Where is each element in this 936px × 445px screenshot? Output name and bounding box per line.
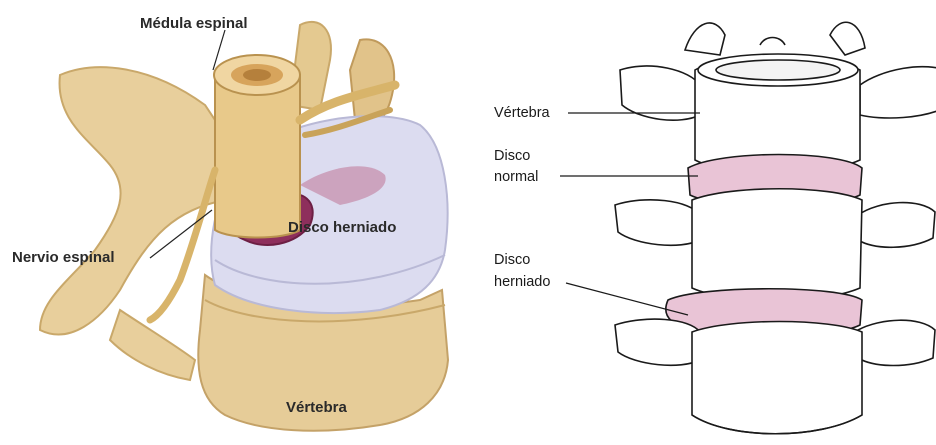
transverse-process-2-right: [858, 203, 935, 248]
transverse-process-2-left: [615, 200, 700, 245]
label-spinal-cord: Médula espinal: [140, 15, 248, 32]
label-vertebra-right: Vértebra: [494, 105, 551, 121]
vertebra-body-3: [692, 322, 862, 434]
right-panel-spinal-column-diagram: [560, 22, 936, 433]
vertebra-body-2: [692, 189, 862, 301]
top-process-right: [830, 22, 865, 55]
label-herniated-disc: Disco herniado: [288, 219, 396, 236]
spinal-cord: [215, 75, 300, 238]
label-herniated-disc-line1: Disco: [494, 252, 530, 268]
label-spinal-nerve: Nervio espinal: [12, 249, 115, 266]
transverse-process-3-left: [615, 319, 700, 365]
top-process-left: [685, 23, 725, 55]
label-normal-disc-line1: Disco: [494, 148, 530, 164]
left-panel-herniated-disc-diagram: Médula espinal Nervio espinal Disco hern…: [12, 15, 448, 431]
label-vertebra-left: Vértebra: [286, 399, 348, 416]
transverse-process-3-right: [858, 320, 935, 365]
spinal-cord-core-inner: [243, 69, 271, 81]
vertebra-1-top-inner: [716, 60, 840, 80]
top-process-middle: [760, 38, 785, 46]
transverse-process-1-right: [860, 67, 936, 118]
label-herniated-disc-line2: herniado: [494, 274, 550, 290]
transverse-process-1-left: [620, 66, 700, 120]
label-normal-disc-line2: normal: [494, 169, 538, 185]
